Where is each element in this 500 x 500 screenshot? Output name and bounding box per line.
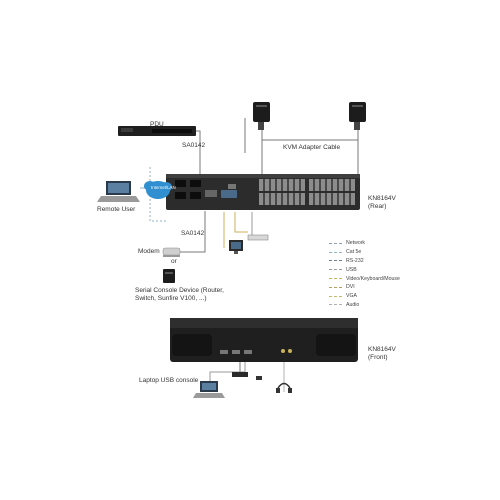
front-console-peripheral [256,376,262,380]
rear-unit-view: (Rear) [368,203,387,210]
cable-legend: Network Cat 5e RS-232 USB Video/Keyboard… [329,239,400,309]
server-right [349,102,366,130]
sa0142-bottom-label: SA0142 [181,230,205,237]
modem-cable [177,211,206,253]
legend-item: Audio [329,301,400,310]
console-keyboard [247,234,269,241]
laptop-usb-console-device [193,381,225,398]
legend-label: DVI [346,284,355,291]
internet-lan-label: Internet/LAN [151,185,176,190]
laptop-usb-console-label: Laptop USB console [139,377,199,384]
console-kbd-cable [234,212,248,233]
front-usb-cable [209,360,246,382]
legend-swatch [329,295,342,297]
legend-label: VGA [346,293,357,300]
modem-label: Modem [138,248,160,255]
legend-item: Video/Keyboard/Mouse [329,274,400,283]
legend-swatch [329,269,342,271]
legend-label: Video/Keyboard/Mouse [346,275,400,282]
kvm-adapter-cable-label: KVM Adapter Cable [283,144,341,151]
legend-swatch [329,278,342,280]
usb-hub [232,372,248,377]
internet-lan-cloud [144,181,172,199]
sa0142-top-label: SA0142 [182,142,206,149]
front-unit [170,318,358,362]
remote-user-laptop [97,181,140,202]
legend-item: DVI [329,283,400,292]
legend-item: Network [329,239,400,248]
rear-unit-model: KN8164V [368,195,396,202]
front-unit-model: KN8164V [368,346,396,353]
legend-item: RS-232 [329,257,400,266]
legend-swatch [329,304,342,306]
legend-label: Audio [346,301,360,308]
legend-swatch [329,260,342,262]
legend-swatch [329,251,342,253]
pdu-cable [118,130,201,178]
legend-label: Network [346,240,366,247]
legend-label: RS-232 [346,257,364,264]
pdu-label: PDU [150,121,164,128]
headset [276,382,292,393]
legend-label: USB [346,266,357,273]
serial-console-label: Serial Console Device (Router, Switch, S… [135,287,224,302]
front-unit-view: (Front) [368,354,388,361]
modem-device [162,247,181,257]
or-label: or [171,258,177,265]
legend-item: Cat 5e [329,248,400,257]
serial-console-device [163,269,175,283]
legend-item: USB [329,265,400,274]
legend-item: VGA [329,292,400,301]
console-monitor [229,240,243,254]
rear-unit [166,174,360,210]
legend-swatch [329,242,342,244]
pdu-device [118,126,196,136]
remote-user-label: Remote User [97,206,136,213]
legend-swatch [329,286,342,288]
legend-label: Cat 5e [346,249,362,256]
server-left [253,102,270,130]
